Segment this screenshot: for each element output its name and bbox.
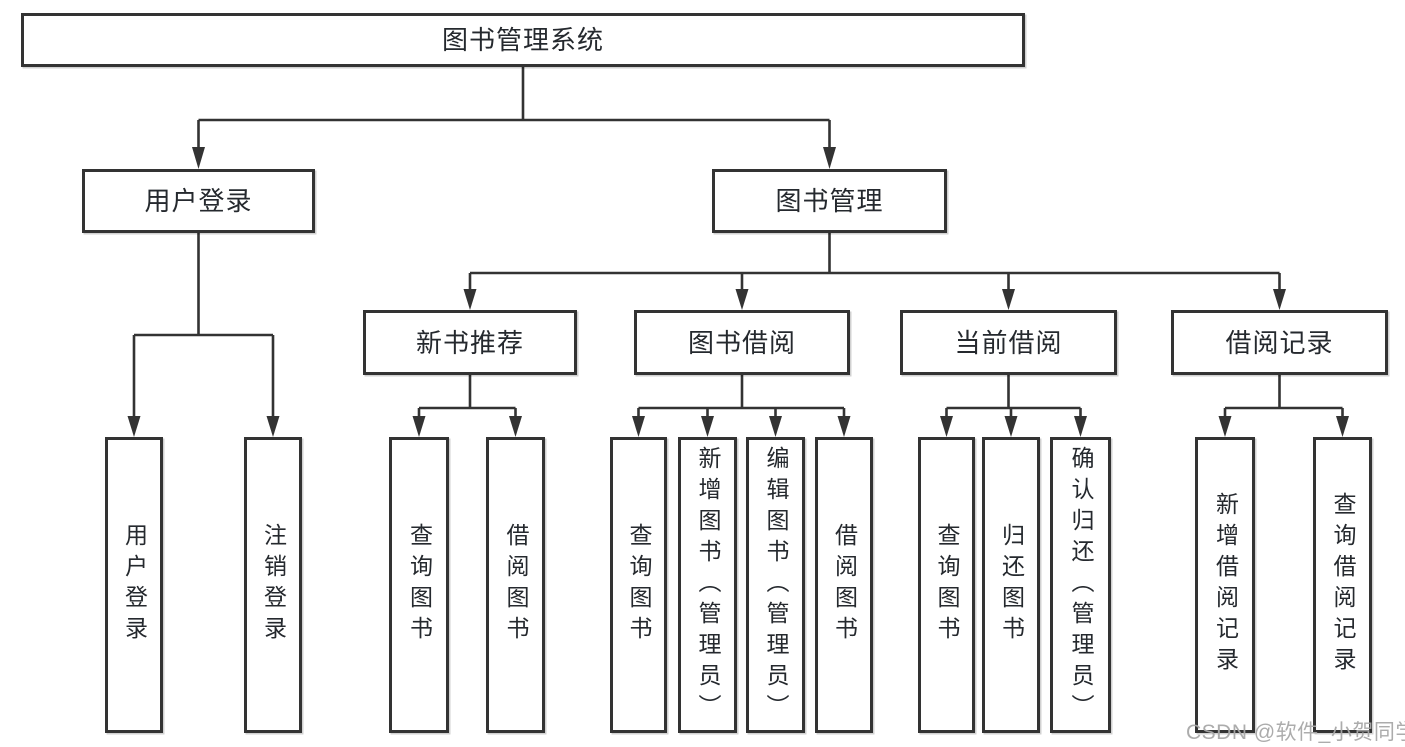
node-user-login: 用户登录 [82, 169, 315, 233]
leaf-recommend-borrow-books: 借阅图书 [486, 437, 545, 733]
node-book-borrow: 图书借阅 [634, 310, 850, 375]
connector-strokes [132, 67, 1344, 418]
leaf-current-query-books: 查询图书 [918, 437, 975, 733]
leaf-recommend-query-books: 查询图书 [389, 437, 449, 733]
leaf-logout: 注销登录 [244, 437, 302, 733]
leaf-user-login: 用户登录 [105, 437, 163, 733]
connector-arrowheads [127, 147, 1349, 437]
leaf-borrow-books: 借阅图书 [815, 437, 873, 733]
node-new-book-recommend: 新书推荐 [363, 310, 577, 375]
csdn-watermark: CSDN @软件_小贺同学 [1186, 721, 1405, 744]
leaf-query-borrow-record: 查询借阅记录 [1313, 437, 1372, 733]
leaf-return-books: 归还图书 [982, 437, 1040, 733]
node-book-management: 图书管理 [712, 169, 947, 233]
leaf-borrow-query-books: 查询图书 [610, 437, 667, 733]
leaf-confirm-return-admin: 确认归还（管理员） [1050, 437, 1111, 733]
node-root-library-system: 图书管理系统 [21, 13, 1025, 67]
leaf-edit-books-admin: 编辑图书（管理员） [746, 437, 805, 733]
node-borrow-records: 借阅记录 [1171, 310, 1388, 375]
leaf-add-books-admin: 新增图书（管理员） [678, 437, 737, 733]
leaf-add-borrow-record: 新增借阅记录 [1195, 437, 1255, 733]
node-current-borrow: 当前借阅 [900, 310, 1117, 375]
